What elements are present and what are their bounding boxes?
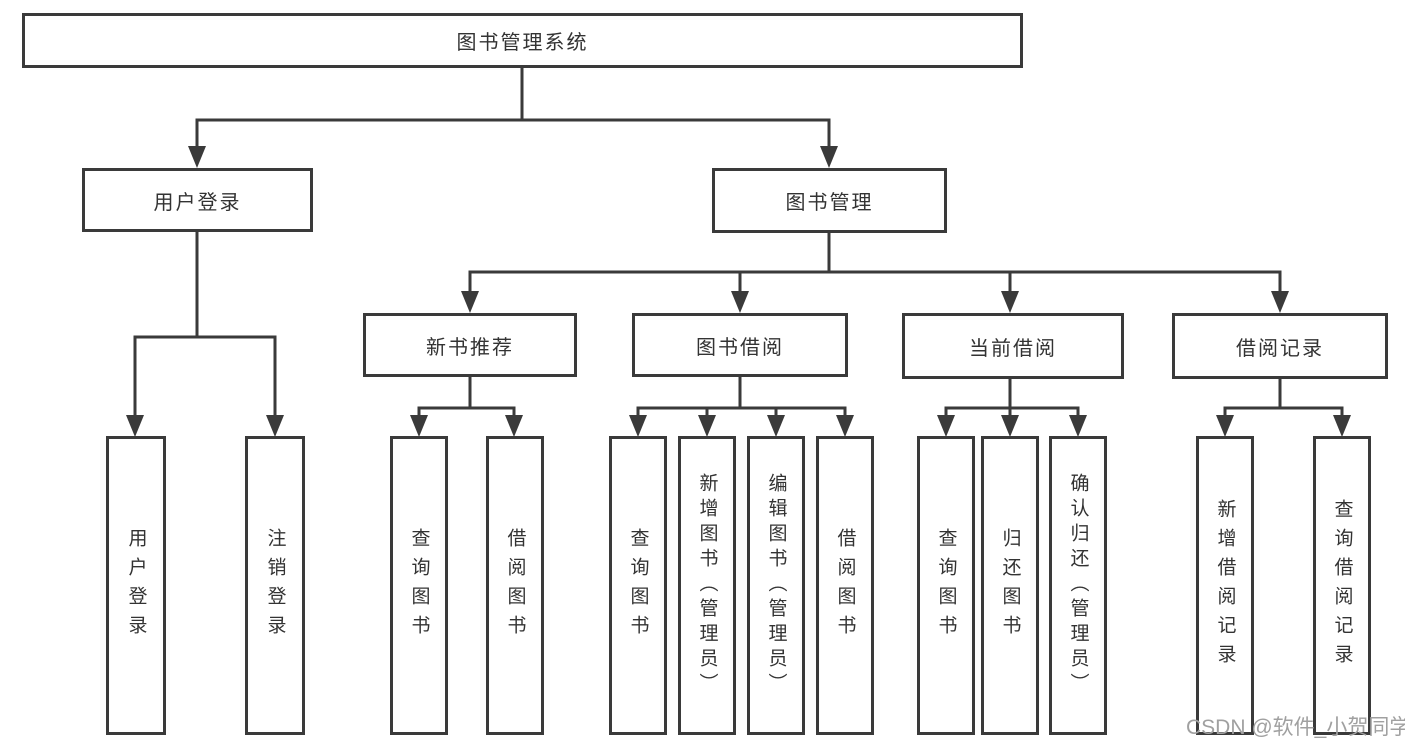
node-book-management: 图书管理 <box>712 168 947 233</box>
node-new-book-recommendation: 新书推荐 <box>363 313 577 377</box>
leaf-borrow-books-recommend-label: 借阅图书 <box>504 527 526 644</box>
node-library-system: 图书管理系统 <box>22 13 1023 68</box>
node-user-login: 用户登录 <box>82 168 313 232</box>
node-library-system-label: 图书管理系统 <box>456 32 589 54</box>
leaf-borrow-books-borrowing-label: 借阅图书 <box>834 527 856 644</box>
connector-new-book-children <box>410 376 523 437</box>
leaf-query-borrowing-record: 查询借阅记录 <box>1313 436 1371 735</box>
leaf-borrow-books-borrowing: 借阅图书 <box>816 436 874 735</box>
node-borrowing-records: 借阅记录 <box>1172 313 1388 379</box>
node-new-book-recommendation-label: 新书推荐 <box>426 336 514 359</box>
leaf-confirm-return-admin-label: 确认归还（管理员） <box>1067 473 1089 698</box>
leaf-query-books-recommend-label: 查询图书 <box>408 527 430 644</box>
leaf-return-books: 归还图书 <box>981 436 1039 735</box>
leaf-query-books-borrowing-label: 查询图书 <box>627 527 649 644</box>
node-user-login-label: 用户登录 <box>153 191 242 214</box>
leaf-edit-books-admin-label: 编辑图书（管理员） <box>765 473 787 698</box>
connector-user-login-children <box>126 231 284 437</box>
leaf-query-borrowing-record-label: 查询借阅记录 <box>1331 498 1353 673</box>
leaf-user-login-label: 用户登录 <box>125 527 147 644</box>
connector-book-borrow-children <box>629 376 854 437</box>
leaf-add-borrowing-record: 新增借阅记录 <box>1196 436 1254 735</box>
leaf-add-books-admin: 新增图书（管理员） <box>678 436 736 735</box>
connector-book-mgmt-to-level3 <box>461 232 1289 313</box>
node-book-borrowing-label: 图书借阅 <box>696 336 784 359</box>
leaf-borrow-books-recommend: 借阅图书 <box>486 436 544 735</box>
connector-current-borrow-children <box>937 376 1087 437</box>
node-borrowing-records-label: 借阅记录 <box>1236 337 1324 360</box>
node-book-management-label: 图书管理 <box>785 192 874 214</box>
watermark: CSDN @软件_小贺同学 <box>1186 716 1405 739</box>
node-current-borrowing-label: 当前借阅 <box>969 337 1057 360</box>
leaf-logout: 注销登录 <box>245 436 305 735</box>
leaf-logout-label: 注销登录 <box>264 527 286 644</box>
connector-root-to-level2 <box>188 67 838 168</box>
leaf-edit-books-admin: 编辑图书（管理员） <box>747 436 805 735</box>
node-current-borrowing: 当前借阅 <box>902 313 1124 379</box>
leaf-add-books-admin-label: 新增图书（管理员） <box>696 473 718 698</box>
leaf-user-login: 用户登录 <box>106 436 166 735</box>
connector-borrow-record-children <box>1216 376 1351 437</box>
leaf-query-books-current-label: 查询图书 <box>935 527 957 644</box>
leaf-query-books-current: 查询图书 <box>917 436 975 735</box>
leaf-add-borrowing-record-label: 新增借阅记录 <box>1214 498 1236 673</box>
node-book-borrowing: 图书借阅 <box>632 313 848 377</box>
leaf-query-books-borrowing: 查询图书 <box>609 436 667 735</box>
leaf-query-books-recommend: 查询图书 <box>390 436 448 735</box>
leaf-confirm-return-admin: 确认归还（管理员） <box>1049 436 1107 735</box>
leaf-return-books-label: 归还图书 <box>999 527 1021 644</box>
